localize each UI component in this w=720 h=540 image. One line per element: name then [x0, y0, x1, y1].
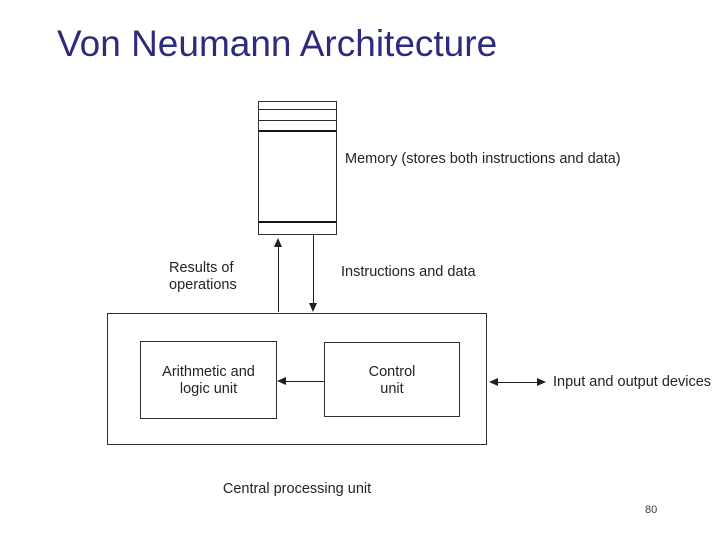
alu-box: Arithmetic and logic unit: [140, 341, 277, 419]
control-unit-label: Control unit: [325, 364, 459, 399]
alu-label: Arithmetic and logic unit: [141, 364, 276, 399]
memory-cell-divider: [259, 109, 336, 110]
alu-label-line2: logic unit: [179, 381, 238, 398]
io-arrow-line: [496, 382, 538, 383]
cpu-caption: Central processing unit: [222, 481, 372, 497]
instructions-arrowhead-down-icon: [309, 303, 317, 312]
memory-cell-divider: [259, 221, 336, 223]
control-unit-box: Control unit: [324, 342, 460, 417]
io-arrowhead-right-icon: [537, 378, 546, 386]
control-to-alu-arrowhead-icon: [277, 377, 286, 385]
instructions-arrow-line: [313, 235, 314, 304]
io-arrowhead-left-icon: [489, 378, 498, 386]
page-title: Von Neumann Architecture: [57, 23, 498, 64]
io-devices-label: Input and output devices: [553, 374, 712, 390]
control-label-line2: unit: [380, 381, 404, 398]
page-number: 80: [645, 504, 658, 516]
memory-cell-divider: [259, 130, 336, 132]
control-label-line1: Control: [368, 364, 416, 380]
results-label: Results of operations: [169, 260, 237, 294]
control-to-alu-arrow-line: [286, 381, 324, 382]
results-label-line2: operations: [169, 276, 237, 293]
memory-box: [258, 101, 337, 235]
memory-label: Memory (stores both instructions and dat…: [345, 151, 621, 167]
memory-cell-divider: [259, 120, 336, 121]
results-arrowhead-up-icon: [274, 238, 282, 247]
instructions-label: Instructions and data: [341, 264, 476, 280]
results-label-line1: Results of: [169, 260, 234, 276]
alu-label-line1: Arithmetic and: [162, 364, 255, 380]
results-arrow-line: [278, 246, 279, 312]
